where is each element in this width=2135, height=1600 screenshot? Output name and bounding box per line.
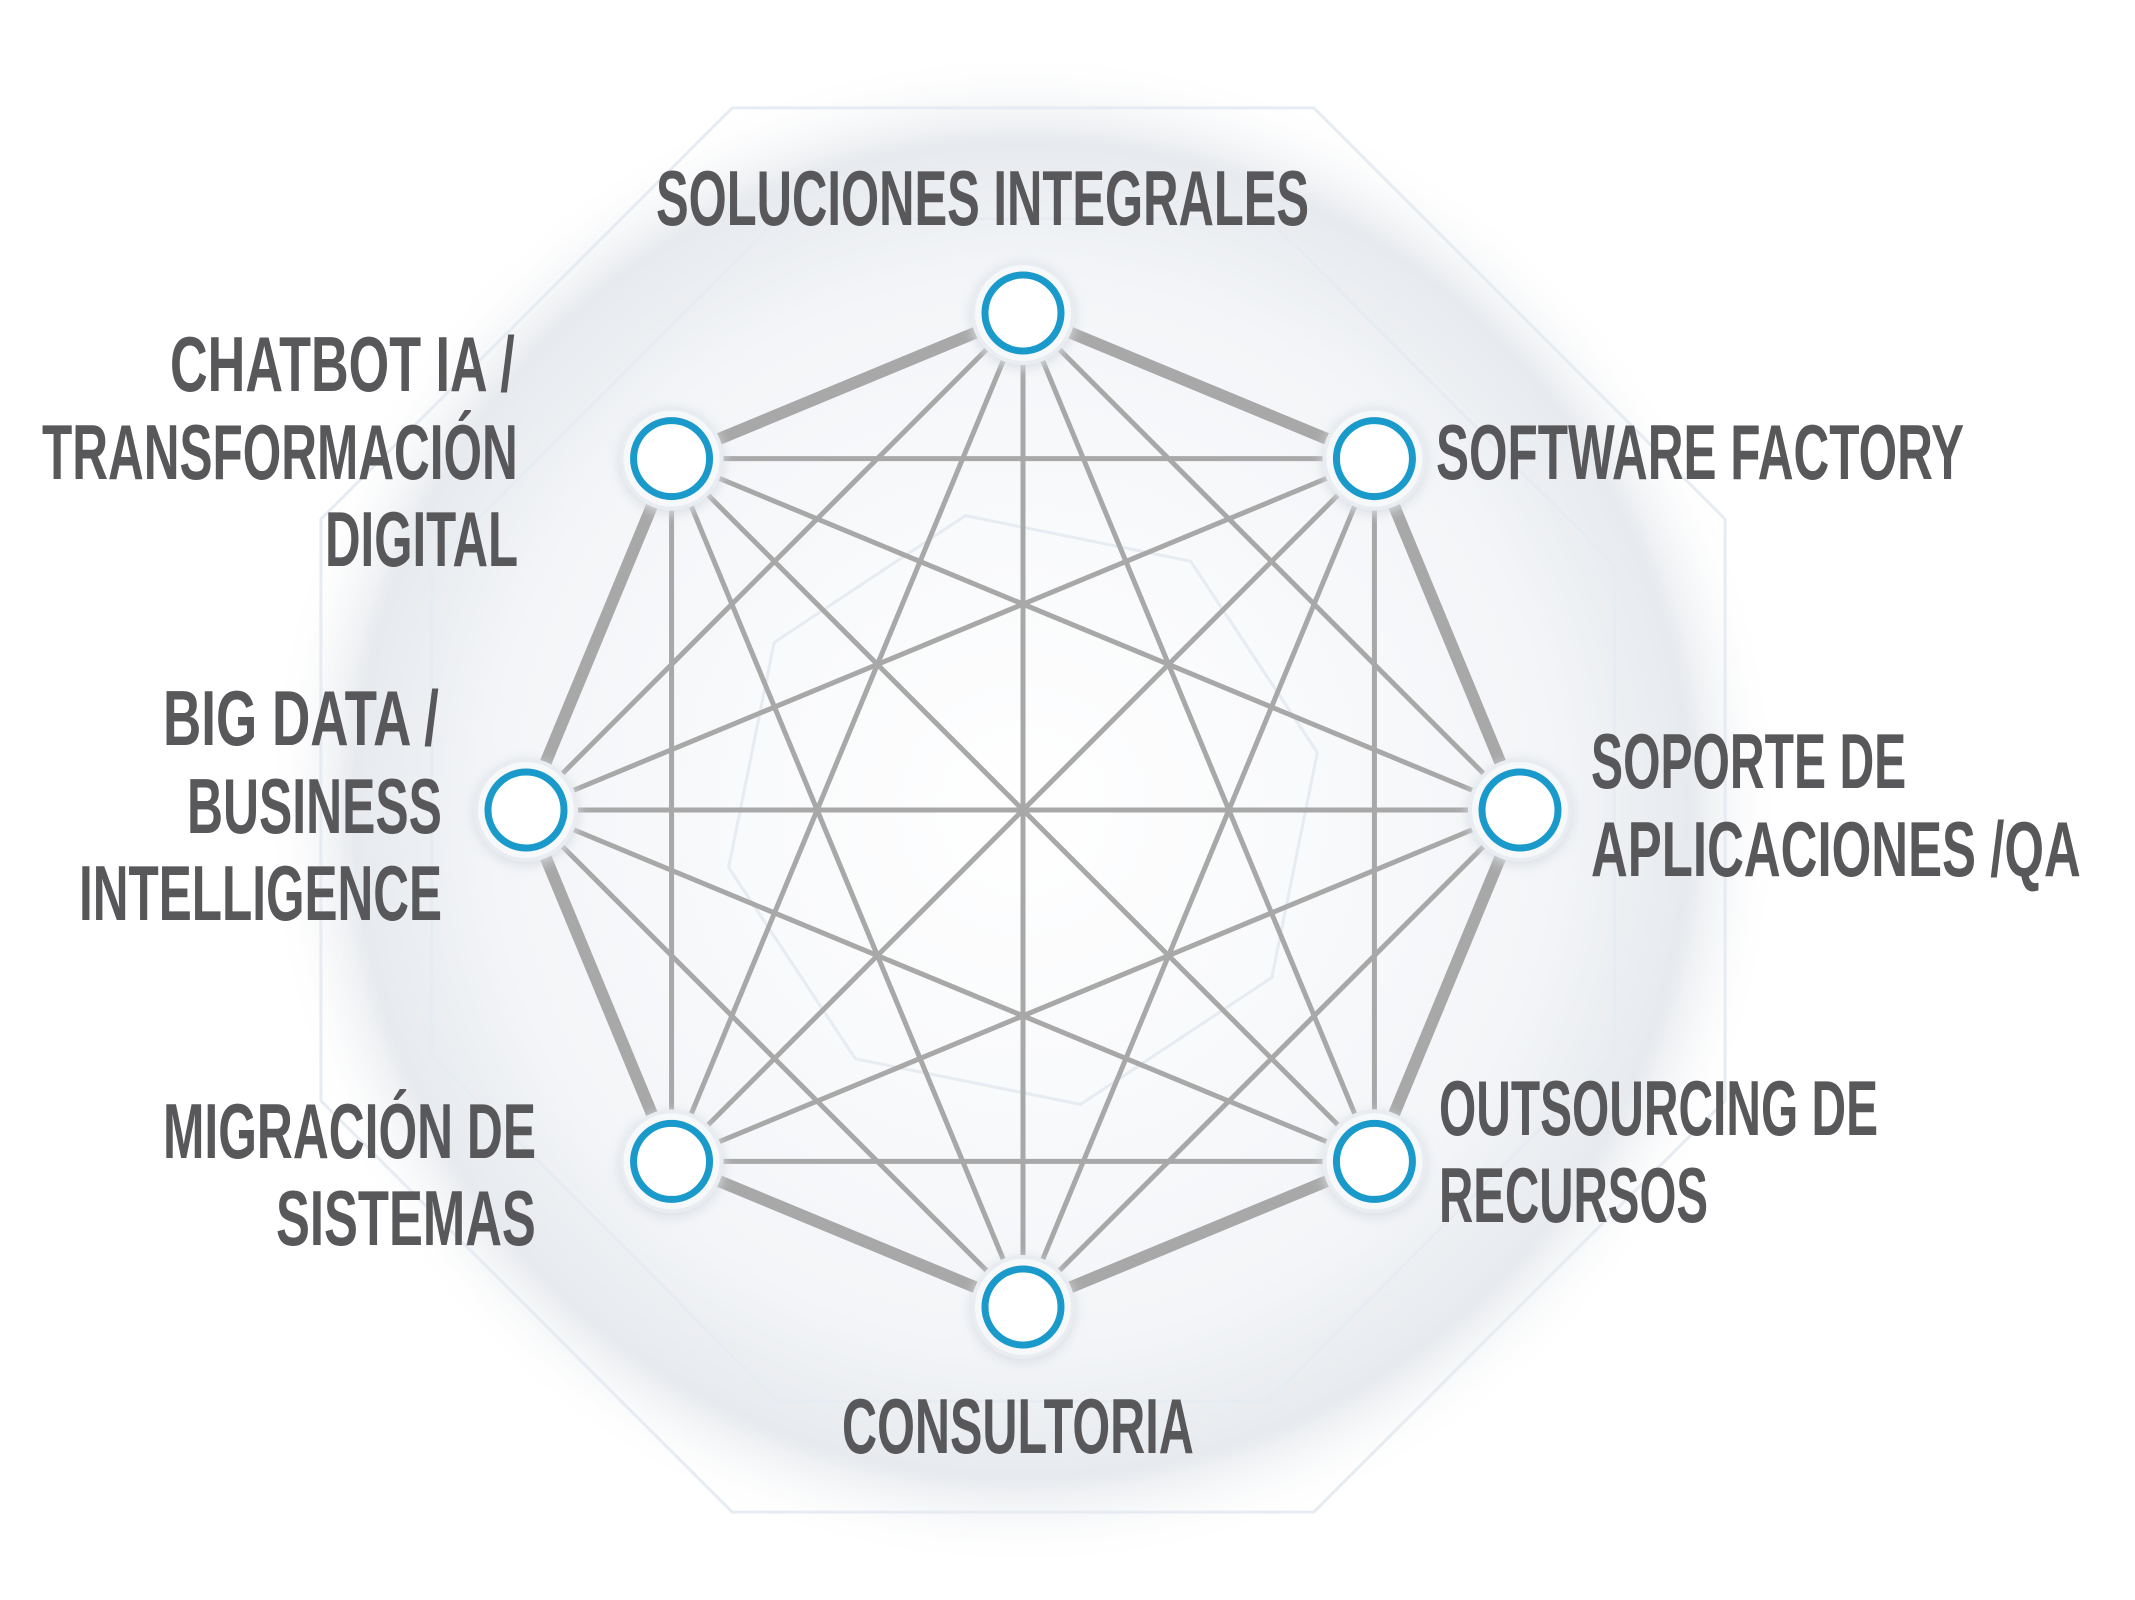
perimeter-edge: [520, 456, 678, 813]
perimeter-edge: [520, 807, 678, 1164]
connection-edge: [525, 456, 1376, 813]
perimeter-edge: [1368, 456, 1526, 813]
perimeter-edge: [1020, 307, 1377, 465]
connection-edge: [1020, 312, 1377, 1163]
edges-layer: [520, 307, 1526, 1313]
node-ring-icon: [1332, 1119, 1416, 1203]
node-ring-icon: [630, 417, 714, 501]
node-ring-icon: [1332, 417, 1416, 501]
node-soporte-aplicaciones-qa[interactable]: [1468, 758, 1572, 865]
connection-edge: [1020, 457, 1377, 1308]
node-ring-icon: [981, 271, 1065, 355]
perimeter-edge: [669, 1155, 1026, 1313]
connection-edge: [524, 808, 1025, 1309]
node-big-data-bi[interactable]: [474, 758, 578, 865]
nodes-layer: [474, 261, 1572, 1362]
node-outsourcing-recursos[interactable]: [1322, 1109, 1427, 1217]
background-octagons: [319, 106, 1727, 1514]
connection-edge: [525, 807, 1376, 1164]
node-consultoria[interactable]: [971, 1255, 1075, 1362]
connection-edge: [669, 456, 1377, 1164]
node-ring-icon: [484, 768, 568, 852]
background-octagon: [727, 514, 1319, 1106]
connection-edge: [670, 807, 1521, 1164]
connection-edge: [669, 312, 1026, 1163]
background-octagon: [319, 106, 1727, 1514]
node-migracion-sistemas[interactable]: [619, 1109, 724, 1217]
perimeter-edge: [669, 307, 1026, 465]
node-chatbot-ia[interactable]: [619, 406, 724, 514]
background-octagon: [430, 217, 1616, 1403]
connection-edge: [670, 456, 1521, 813]
node-ring-icon: [1478, 768, 1562, 852]
node-soluciones-integrales[interactable]: [971, 261, 1075, 368]
node-ring-icon: [630, 1119, 714, 1203]
perimeter-edge: [1020, 1155, 1377, 1313]
perimeter-edge: [1368, 807, 1526, 1164]
connection-edge: [669, 457, 1026, 1308]
node-software-factory[interactable]: [1322, 406, 1427, 514]
node-ring-icon: [981, 1265, 1065, 1349]
